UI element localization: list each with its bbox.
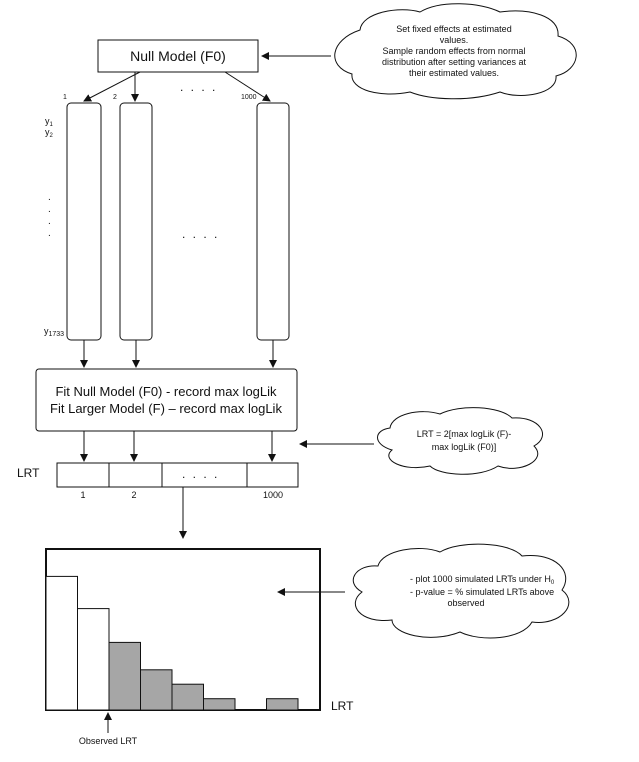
histogram-bar [266, 698, 299, 711]
sim-column-2 [119, 102, 153, 341]
cloud-lrt-line-1: LRT = 2[max logLik (F)- [417, 429, 511, 439]
vdots-3: . [48, 216, 51, 227]
y1-label: y1 [45, 116, 54, 128]
arrow-null-to-col1000 [224, 71, 271, 102]
lrt-row-ellipsis: . . . . [182, 467, 219, 481]
fit-line-2: Fit Larger Model (F) – record max logLik [50, 401, 282, 416]
cloud-simulate-line-3: Sample random effects from normal [383, 46, 526, 56]
sim-column-1000 [256, 102, 290, 341]
histogram-bars [45, 575, 299, 711]
null-model-label: Null Model (F0) [130, 48, 226, 64]
histogram-bar [140, 669, 173, 711]
fit-line-1: Fit Null Model (F0) - record max logLik [55, 384, 277, 399]
vdots-2: . [48, 204, 51, 215]
cloud-plot-line-3: observed [447, 598, 484, 608]
histogram-bar [171, 683, 204, 711]
lrt-cell-label-2: 2 [131, 490, 136, 500]
cloud-simulate-line-4: distribution after setting variances at [382, 57, 527, 67]
histogram-bar [108, 641, 141, 711]
cloud-simulate-line-1: Set fixed effects at estimated [396, 24, 511, 34]
cloud-simulate-line-5: their estimated values. [409, 68, 499, 78]
cloud-simulate [334, 3, 577, 100]
sim-label-1: 1 [63, 94, 67, 101]
vdots-1: . [48, 192, 51, 203]
sim-label-2: 2 [113, 94, 117, 101]
arrow-null-to-col1 [83, 71, 141, 102]
fit-box [35, 368, 298, 432]
observed-lrt-label: Observed LRT [79, 736, 138, 746]
cloud-plot-line-2: - p-value = % simulated LRTs above [410, 587, 554, 597]
sim-label-1000: 1000 [241, 94, 257, 101]
y2-label: y2 [45, 127, 54, 139]
cloud-lrt [377, 407, 544, 475]
histogram-axis-label: LRT [331, 699, 354, 713]
sim-ellipsis-middle: . . . . [182, 227, 219, 241]
sim-column-1 [66, 102, 102, 341]
lrt-row [56, 462, 299, 488]
lrt-row-title: LRT [17, 466, 40, 480]
histogram-bar [45, 575, 78, 711]
cloud-lrt-line-2: max logLik (F0)] [432, 442, 497, 452]
lrt-cell-label-1000: 1000 [263, 490, 283, 500]
sim-ellipsis-top: . . . . [180, 80, 217, 94]
ylast-label: y1733 [44, 326, 64, 338]
histogram-bar [203, 698, 236, 711]
cloud-plot [352, 543, 570, 639]
lrt-cell-label-1: 1 [80, 490, 85, 500]
vdots-4: . [48, 228, 51, 239]
histogram-bar [77, 608, 110, 711]
cloud-simulate-line-2: values. [440, 35, 469, 45]
null-model-box [97, 39, 259, 73]
cloud-plot-line-1: - plot 1000 simulated LRTs under H0 [410, 574, 555, 586]
